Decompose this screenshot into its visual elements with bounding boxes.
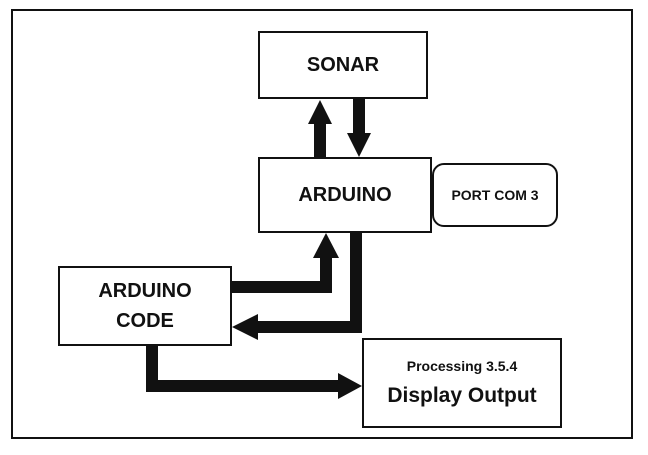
display-output-label-line2: Display Output (387, 384, 537, 407)
sonar-label: SONAR (306, 53, 380, 76)
arrow-arduino-to-code-v (350, 233, 362, 333)
arduino-code-label-line2: CODE (116, 310, 174, 332)
arrow-code-to-display-head (338, 373, 362, 399)
arrow-sonar-to-arduino-shaft (353, 99, 365, 135)
arduino-label: ARDUINO (298, 183, 392, 206)
port-com-node: PORT COM 3 (432, 163, 558, 227)
arrow-arduino-to-sonar-head (308, 100, 332, 124)
arrow-code-to-arduino-h (232, 281, 332, 293)
diagram-frame (11, 9, 633, 439)
arduino-code-label-line1: ARDUINO (98, 280, 192, 302)
arrow-sonar-to-arduino-head (347, 133, 371, 157)
arrow-code-to-display-h (146, 380, 342, 392)
arrow-code-to-arduino-v (320, 255, 332, 293)
arrow-arduino-to-code-head (232, 314, 258, 340)
display-output-label-line1: Processing 3.5.4 (406, 358, 518, 374)
arduino-code-node: ARDUINO CODE (58, 266, 232, 346)
port-com-label: PORT COM 3 (451, 187, 539, 203)
sonar-node: SONAR (258, 31, 428, 99)
display-output-node: Processing 3.5.4 Display Output (362, 338, 562, 428)
arrow-arduino-to-code-h (254, 321, 362, 333)
arrow-arduino-to-sonar-shaft (314, 120, 326, 157)
arduino-node: ARDUINO (258, 157, 432, 233)
arrow-code-to-arduino-head (313, 233, 339, 258)
